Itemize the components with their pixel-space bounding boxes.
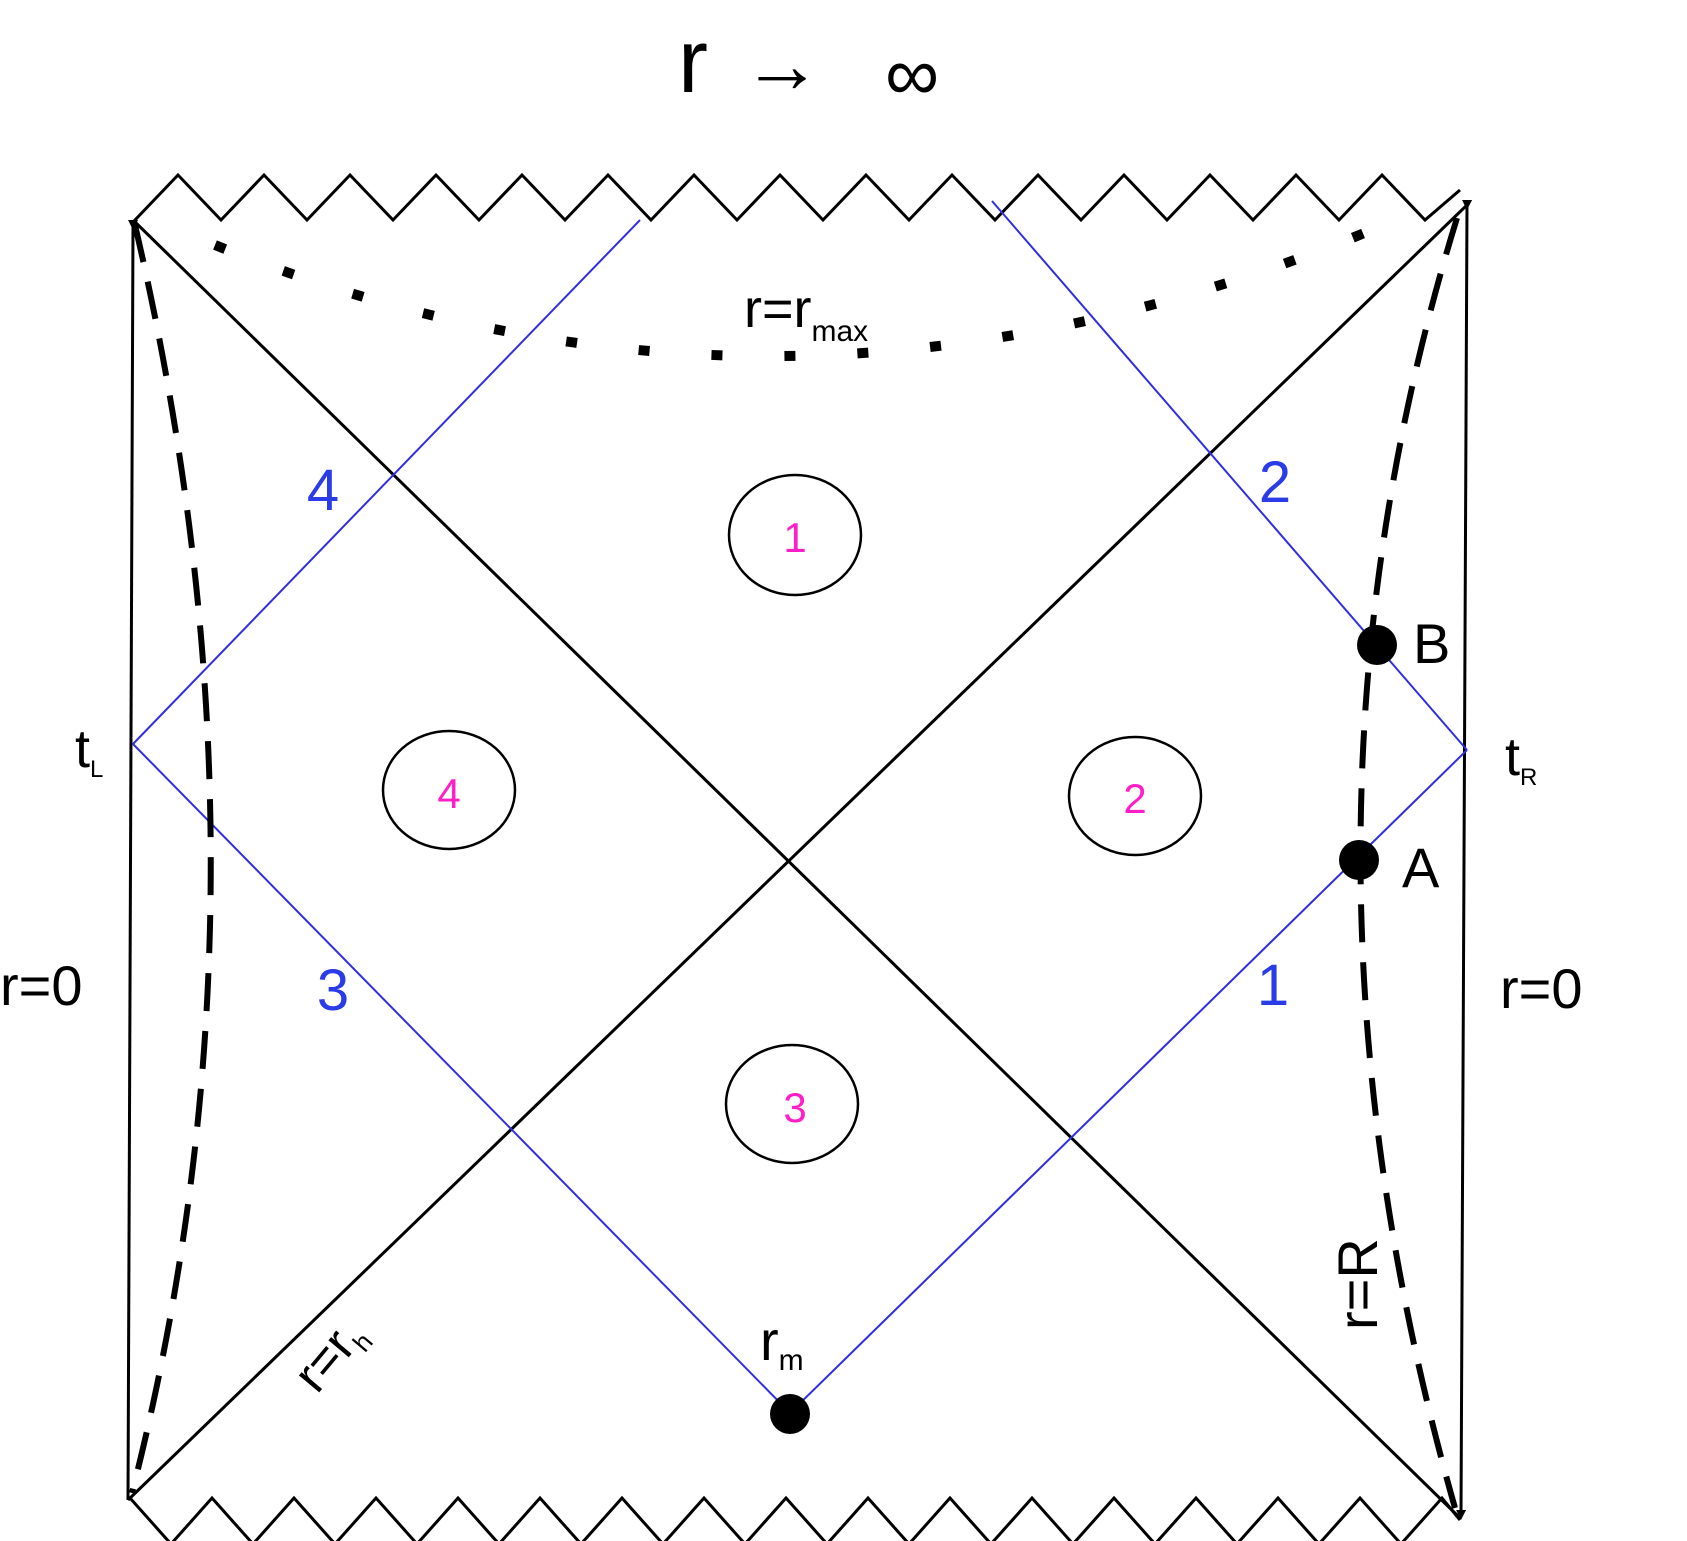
past-singularity: [128, 1495, 1462, 1541]
left-dashed-curve: [129, 224, 214, 1494]
segment-label-4: 4: [307, 458, 339, 523]
region-label-2: 2: [1123, 775, 1146, 822]
region-circles: [381, 473, 1203, 1165]
left-boundary-line: [126, 219, 139, 1501]
title-r: r: [678, 12, 708, 112]
segment-label-3: 3: [317, 958, 349, 1023]
region-circle-4: [381, 729, 517, 851]
horizon-line-1: [131, 218, 1462, 1520]
blue-lower-wedge: [132, 743, 1468, 1415]
point-B-dot: [1357, 625, 1397, 665]
segment-label-2: 2: [1259, 450, 1291, 515]
blue-null-lines: [132, 200, 1468, 1415]
title-arrow: →: [742, 20, 822, 109]
point-B-label: B: [1413, 612, 1450, 675]
region-circle-2: [1067, 735, 1203, 857]
region-label-3: 3: [783, 1084, 806, 1131]
right-boundary-line: [1456, 199, 1473, 1520]
horizon-line-2: [126, 203, 1469, 1502]
point-r-m-dot: [770, 1394, 810, 1434]
t-right-label: tR: [1505, 727, 1537, 791]
region-label-4: 4: [437, 770, 460, 817]
r0-right-label: r=0: [1500, 957, 1583, 1020]
future-singularity: [133, 172, 1461, 223]
r0-left-label: r=0: [0, 954, 83, 1017]
point-A-label: A: [1402, 836, 1440, 899]
region-label-1: 1: [783, 514, 806, 561]
region-circle-3: [724, 1043, 860, 1165]
r-max-label: r=rmax: [744, 279, 868, 348]
r-max-curve: [213, 213, 1402, 362]
diagram-title: r → ∞: [678, 12, 939, 117]
blue-left-upper: [132, 219, 641, 745]
segment-label-1: 1: [1257, 953, 1289, 1018]
region-circle-1: [727, 473, 863, 597]
point-A-dot: [1339, 840, 1379, 880]
title-infinity: ∞: [885, 32, 939, 117]
r-h-label: r=rh: [283, 1307, 379, 1405]
r-R-label: r=R: [1326, 1238, 1389, 1330]
r-m-label: rm: [760, 1309, 804, 1377]
t-left-label: tL: [75, 719, 103, 783]
